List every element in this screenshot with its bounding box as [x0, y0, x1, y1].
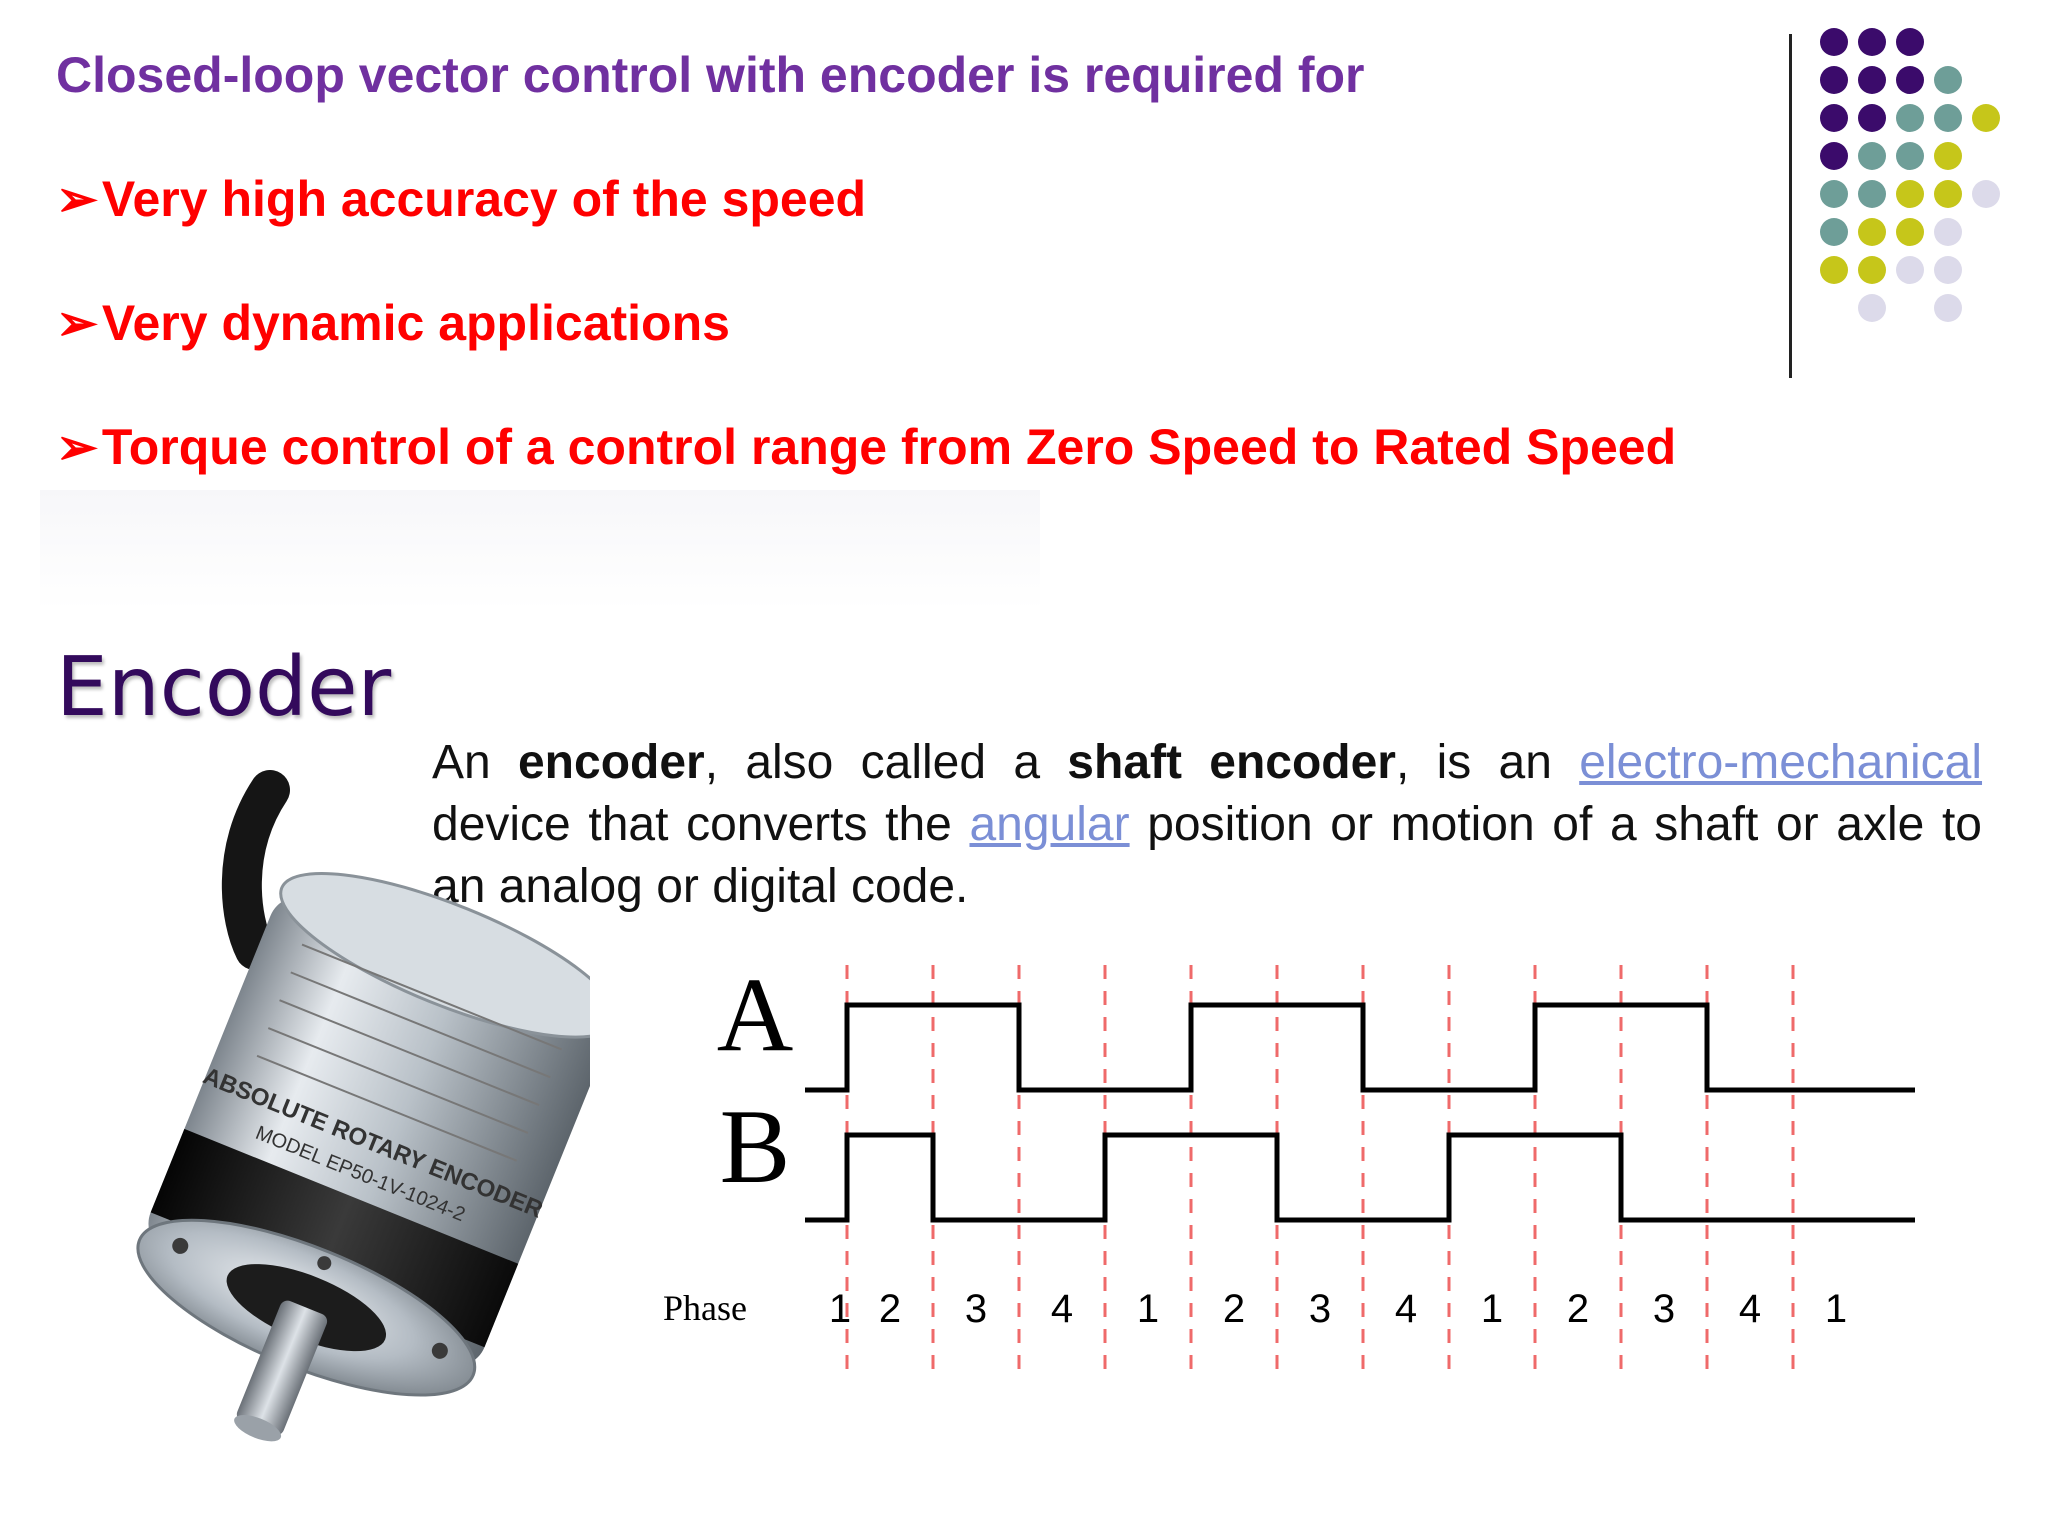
text-run: device that converts the: [432, 798, 970, 851]
term-encoder: encoder: [517, 736, 705, 789]
decorative-dot: [1896, 218, 1924, 246]
text-run: , also called a: [704, 736, 1068, 789]
bullet-torque-control: ➢Torque control of a control range from …: [56, 418, 1676, 476]
intro-text: Closed-loop vector control with encoder …: [56, 47, 1365, 103]
decorative-dot: [1896, 28, 1924, 56]
phase-number: 2: [879, 1287, 901, 1331]
decorative-dot: [1972, 104, 2000, 132]
phase-number: 2: [1223, 1287, 1245, 1331]
encoder-definition: An encoder, also called a shaft encoder,…: [432, 732, 1982, 918]
decorative-dot: [1896, 256, 1924, 284]
decorative-dot: [1896, 180, 1924, 208]
decorative-dot: [1858, 28, 1886, 56]
decorative-dot: [1972, 180, 2000, 208]
decorative-dot: [1820, 218, 1848, 246]
arrow-bullet-icon: ➢: [56, 295, 98, 351]
section-heading: Encoder: [56, 640, 392, 735]
phase-number: 4: [1395, 1287, 1417, 1331]
text-run: position or motion of a shaft or axle to…: [432, 798, 1982, 913]
decorative-dot: [1820, 142, 1848, 170]
decorative-dot: [1934, 218, 1962, 246]
phase-number: 4: [1051, 1287, 1073, 1331]
decorative-dot: [1934, 180, 1962, 208]
phase-number: 1: [1481, 1287, 1503, 1331]
arrow-bullet-icon: ➢: [56, 171, 98, 227]
encoder-illustration: ABSOLUTE ROTARY ENCODER MODEL EP50-1V-10…: [136, 770, 590, 1442]
decorative-dot: [1934, 256, 1962, 284]
decorative-dot: [1858, 142, 1886, 170]
decorative-dot: [1896, 142, 1924, 170]
divider-line: [1789, 34, 1792, 378]
decorative-dot: [1820, 104, 1848, 132]
bullet-text: Very dynamic applications: [101, 295, 730, 351]
arrow-bullet-icon: ➢: [56, 419, 98, 475]
decorative-dot: [1934, 294, 1962, 322]
bullet-dynamic-applications: ➢Very dynamic applications: [56, 294, 730, 352]
bullet-text: Very high accuracy of the speed: [101, 171, 867, 227]
phase-number: 2: [1567, 1287, 1589, 1331]
phase-number: 3: [1309, 1287, 1331, 1331]
bullet-speed-accuracy: ➢Very high accuracy of the speed: [56, 170, 866, 228]
decorative-dot: [1820, 180, 1848, 208]
decorative-dot: [1934, 104, 1962, 132]
phase-number: 1: [1825, 1287, 1847, 1331]
decorative-dot: [1858, 180, 1886, 208]
decorative-dot: [1820, 28, 1848, 56]
bullet-text: Torque control of a control range from Z…: [101, 419, 1677, 475]
decorative-dot: [1858, 294, 1886, 322]
decorative-dot: [1820, 66, 1848, 94]
decorative-dot-grid: [1820, 28, 2048, 348]
decorative-dot: [1820, 256, 1848, 284]
link-electro-mechanical[interactable]: electro-mechanical: [1579, 736, 1983, 789]
decorative-dot: [1858, 256, 1886, 284]
phase-number: 1: [1137, 1287, 1159, 1331]
decorative-dot: [1858, 218, 1886, 246]
decorative-dot: [1934, 66, 1962, 94]
phase-number: 4: [1739, 1287, 1761, 1331]
phase-row-label: Phase: [663, 1288, 747, 1328]
text-run: An: [432, 736, 518, 789]
decorative-dot: [1896, 66, 1924, 94]
text-run: , is an: [1395, 736, 1580, 789]
channel-a-label: A: [717, 956, 794, 1073]
decorative-dot: [1896, 104, 1924, 132]
rotary-encoder-photo: ABSOLUTE ROTARY ENCODER MODEL EP50-1V-10…: [136, 770, 590, 1442]
link-angular[interactable]: angular: [969, 798, 1130, 851]
signal-a-waveform: [805, 1002, 1915, 1093]
phase-number: 1: [829, 1287, 851, 1331]
phase-number: 3: [1653, 1287, 1675, 1331]
signal-b-waveform: [805, 1132, 1915, 1223]
decorative-dot: [1934, 142, 1962, 170]
decorative-dot: [1858, 66, 1886, 94]
phase-number: 3: [965, 1287, 987, 1331]
background-shade: [40, 490, 1040, 610]
channel-b-label: B: [720, 1088, 791, 1205]
phase-boundary-lines: [845, 965, 1795, 1375]
decorative-dot: [1858, 104, 1886, 132]
term-shaft-encoder: shaft encoder: [1067, 736, 1396, 789]
